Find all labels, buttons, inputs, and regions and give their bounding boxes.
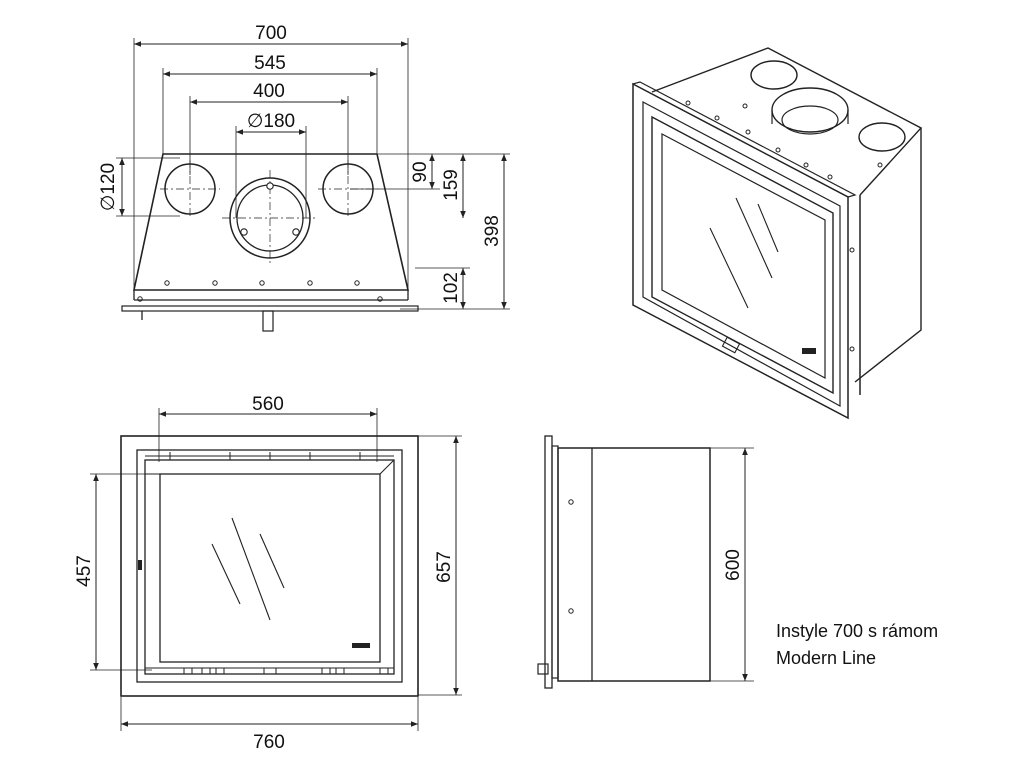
front-door	[144, 459, 395, 675]
caption-line-name: Modern Line	[776, 648, 877, 668]
dimension-lines-top	[119, 41, 507, 309]
dimension-lines-front	[93, 411, 459, 727]
dim-flue-diameter-label: ∅180	[247, 111, 295, 132]
iso-logo	[802, 348, 816, 354]
dim-700-label: 700	[255, 23, 287, 44]
dim-398-label: 398	[482, 215, 503, 247]
centerlines-top	[160, 160, 378, 266]
iso-frame-inner	[642, 101, 841, 408]
iso-body-top	[651, 47, 923, 196]
top-base-plate	[121, 305, 419, 312]
side-handle	[537, 663, 549, 675]
iso-glass	[661, 133, 826, 380]
dim-90-label: 90	[410, 161, 431, 182]
caption-model-name: Instyle 700 s rámom	[776, 621, 939, 641]
front-glass-reflection	[211, 543, 241, 605]
iso-screws	[685, 100, 883, 352]
front-top-rail	[145, 452, 394, 460]
iso-frame-thickness	[632, 81, 857, 198]
extension-lines-top	[116, 38, 510, 310]
dim-657-label: 657	[434, 551, 455, 583]
front-bottom-rail	[145, 667, 394, 675]
iso-door	[651, 115, 834, 395]
isometric-view	[632, 47, 923, 420]
side-frame-plate	[544, 435, 553, 689]
side-hole-top	[568, 499, 574, 505]
side-body	[557, 447, 711, 682]
side-hole-bottom	[568, 608, 574, 614]
iso-right-outlet	[858, 122, 906, 152]
top-handle	[262, 310, 274, 332]
iso-frame-outer	[632, 82, 849, 420]
front-view	[90, 408, 462, 731]
iso-handle	[721, 336, 741, 354]
front-glass	[159, 473, 381, 663]
iso-body-side	[854, 128, 922, 383]
front-frame-outer	[120, 435, 419, 697]
dim-560-label: 560	[252, 394, 284, 415]
side-view	[537, 435, 754, 689]
dim-457-label: 457	[74, 555, 95, 587]
top-bolt-holes	[137, 280, 383, 302]
caption: Instyle 700 s rámom Modern Line	[776, 618, 938, 672]
iso-left-outlet	[750, 60, 798, 90]
dim-545-label: 545	[254, 53, 286, 74]
dim-duct-diameter-label: ∅120	[98, 163, 119, 211]
flue-screws	[240, 182, 300, 236]
top-body-outline	[133, 153, 410, 291]
dim-760-label: 760	[253, 732, 285, 753]
iso-flue-inner	[781, 105, 839, 135]
dim-600-label: 600	[723, 549, 744, 581]
front-logo	[352, 643, 370, 648]
front-frame-inner	[136, 449, 403, 683]
top-view	[116, 38, 510, 332]
iso-glass-reflection	[709, 227, 749, 309]
dim-400-label: 400	[253, 81, 285, 102]
dim-102-label: 102	[441, 272, 462, 304]
dim-159-label: 159	[441, 169, 462, 201]
